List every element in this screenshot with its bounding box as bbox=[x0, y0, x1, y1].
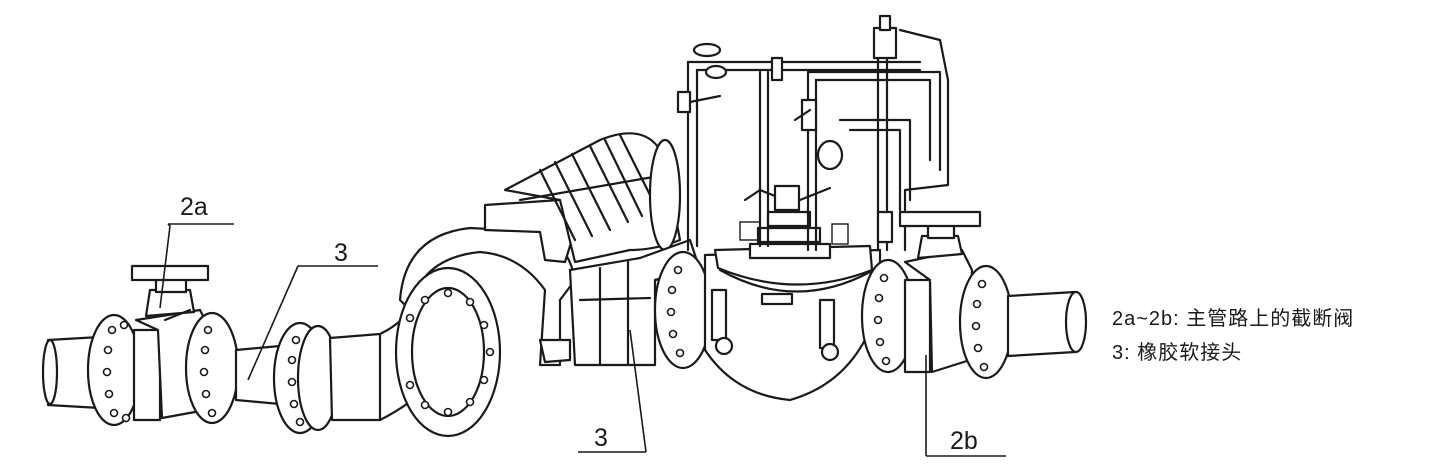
legend-line-joints: 3: 橡胶软接头 bbox=[1112, 342, 1243, 364]
legend: 2a~2b: 主管路上的截断阀 3: 橡胶软接头 bbox=[1112, 302, 1354, 370]
pilot-control-tubing bbox=[676, 14, 950, 252]
valve-2b bbox=[860, 210, 1014, 380]
callout-3-center: 3 bbox=[594, 424, 608, 452]
valve-2a bbox=[86, 264, 240, 427]
callout-2b: 2b bbox=[950, 427, 978, 455]
callout-2a: 2a bbox=[180, 193, 208, 221]
callout-3-left: 3 bbox=[334, 239, 348, 267]
main-valve-body bbox=[653, 184, 882, 402]
callout-leaders bbox=[159, 223, 1006, 457]
pump-motor bbox=[483, 132, 682, 264]
right-outlet-pipe bbox=[1006, 290, 1088, 358]
pump-volute bbox=[394, 226, 577, 438]
legend-line-valves: 2a~2b: 主管路上的截断阀 bbox=[1112, 308, 1355, 330]
rubber-joint-left bbox=[234, 321, 340, 435]
